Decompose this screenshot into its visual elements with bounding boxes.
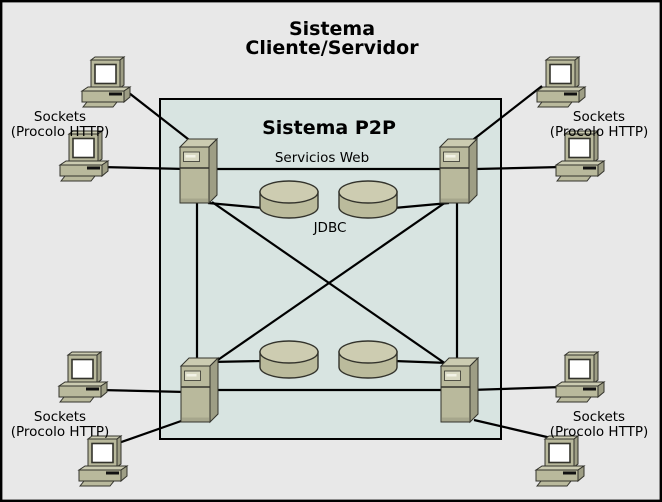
sockets-label-line2: (Procolo HTTP) xyxy=(11,424,109,440)
sockets-label-bottom-right: Sockets (Procolo HTTP) xyxy=(550,409,648,440)
sockets-label-line2: (Procolo HTTP) xyxy=(550,424,648,440)
database-icon-top-right xyxy=(338,180,398,219)
client-computer-icon-8 xyxy=(535,435,585,487)
connection-server3-client6 xyxy=(109,418,185,448)
client-computer-icon-5 xyxy=(58,351,108,403)
diagram-title-line2: Cliente/Servidor xyxy=(245,37,419,59)
sockets-label-top-left: Sockets (Procolo HTTP) xyxy=(11,109,109,140)
jdbc-label: JDBC xyxy=(313,220,347,236)
client-computer-icon-7 xyxy=(555,351,605,403)
diagram-title-line1: Sistema xyxy=(289,18,375,40)
sockets-label-line1: Sockets xyxy=(573,109,625,125)
sockets-label-line1: Sockets xyxy=(34,409,86,425)
sockets-label-line2: (Procolo HTTP) xyxy=(550,124,648,140)
connection-db2-server2 xyxy=(393,201,450,210)
p2p-title: Sistema P2P xyxy=(262,117,396,139)
client-computer-icon-1 xyxy=(81,56,131,108)
server-icon-bottom-left xyxy=(180,357,219,423)
server-icon-top-left xyxy=(179,138,218,204)
web-services-label: Servicios Web xyxy=(275,150,369,166)
database-icon-top-left xyxy=(259,180,319,219)
client-computer-icon-6 xyxy=(78,435,128,487)
connection-db4-server4 xyxy=(393,359,450,365)
database-icon-bottom-left xyxy=(259,340,319,379)
sockets-label-line1: Sockets xyxy=(34,109,86,125)
connection-line-diagonal-b xyxy=(211,201,447,365)
connection-client4-server2 xyxy=(475,165,563,171)
connection-client2-server1 xyxy=(99,165,187,171)
database-icon-bottom-right xyxy=(338,340,398,379)
sockets-label-line1: Sockets xyxy=(573,409,625,425)
connection-server1-db1 xyxy=(207,201,264,210)
connection-client5-server3 xyxy=(99,388,187,394)
server-icon-bottom-right xyxy=(440,357,479,423)
client-computer-icon-3 xyxy=(536,56,586,108)
connection-server3-db3 xyxy=(209,359,264,364)
connection-client3-server2 xyxy=(464,85,543,147)
connection-client1-server1 xyxy=(119,85,198,147)
connection-server4-client7 xyxy=(469,385,563,392)
sockets-label-line2: (Procolo HTTP) xyxy=(11,124,109,140)
sockets-label-bottom-left: Sockets (Procolo HTTP) xyxy=(11,409,109,440)
sockets-label-top-right: Sockets (Procolo HTTP) xyxy=(550,109,648,140)
connection-lines xyxy=(99,85,565,448)
server-icon-top-right xyxy=(439,138,478,204)
